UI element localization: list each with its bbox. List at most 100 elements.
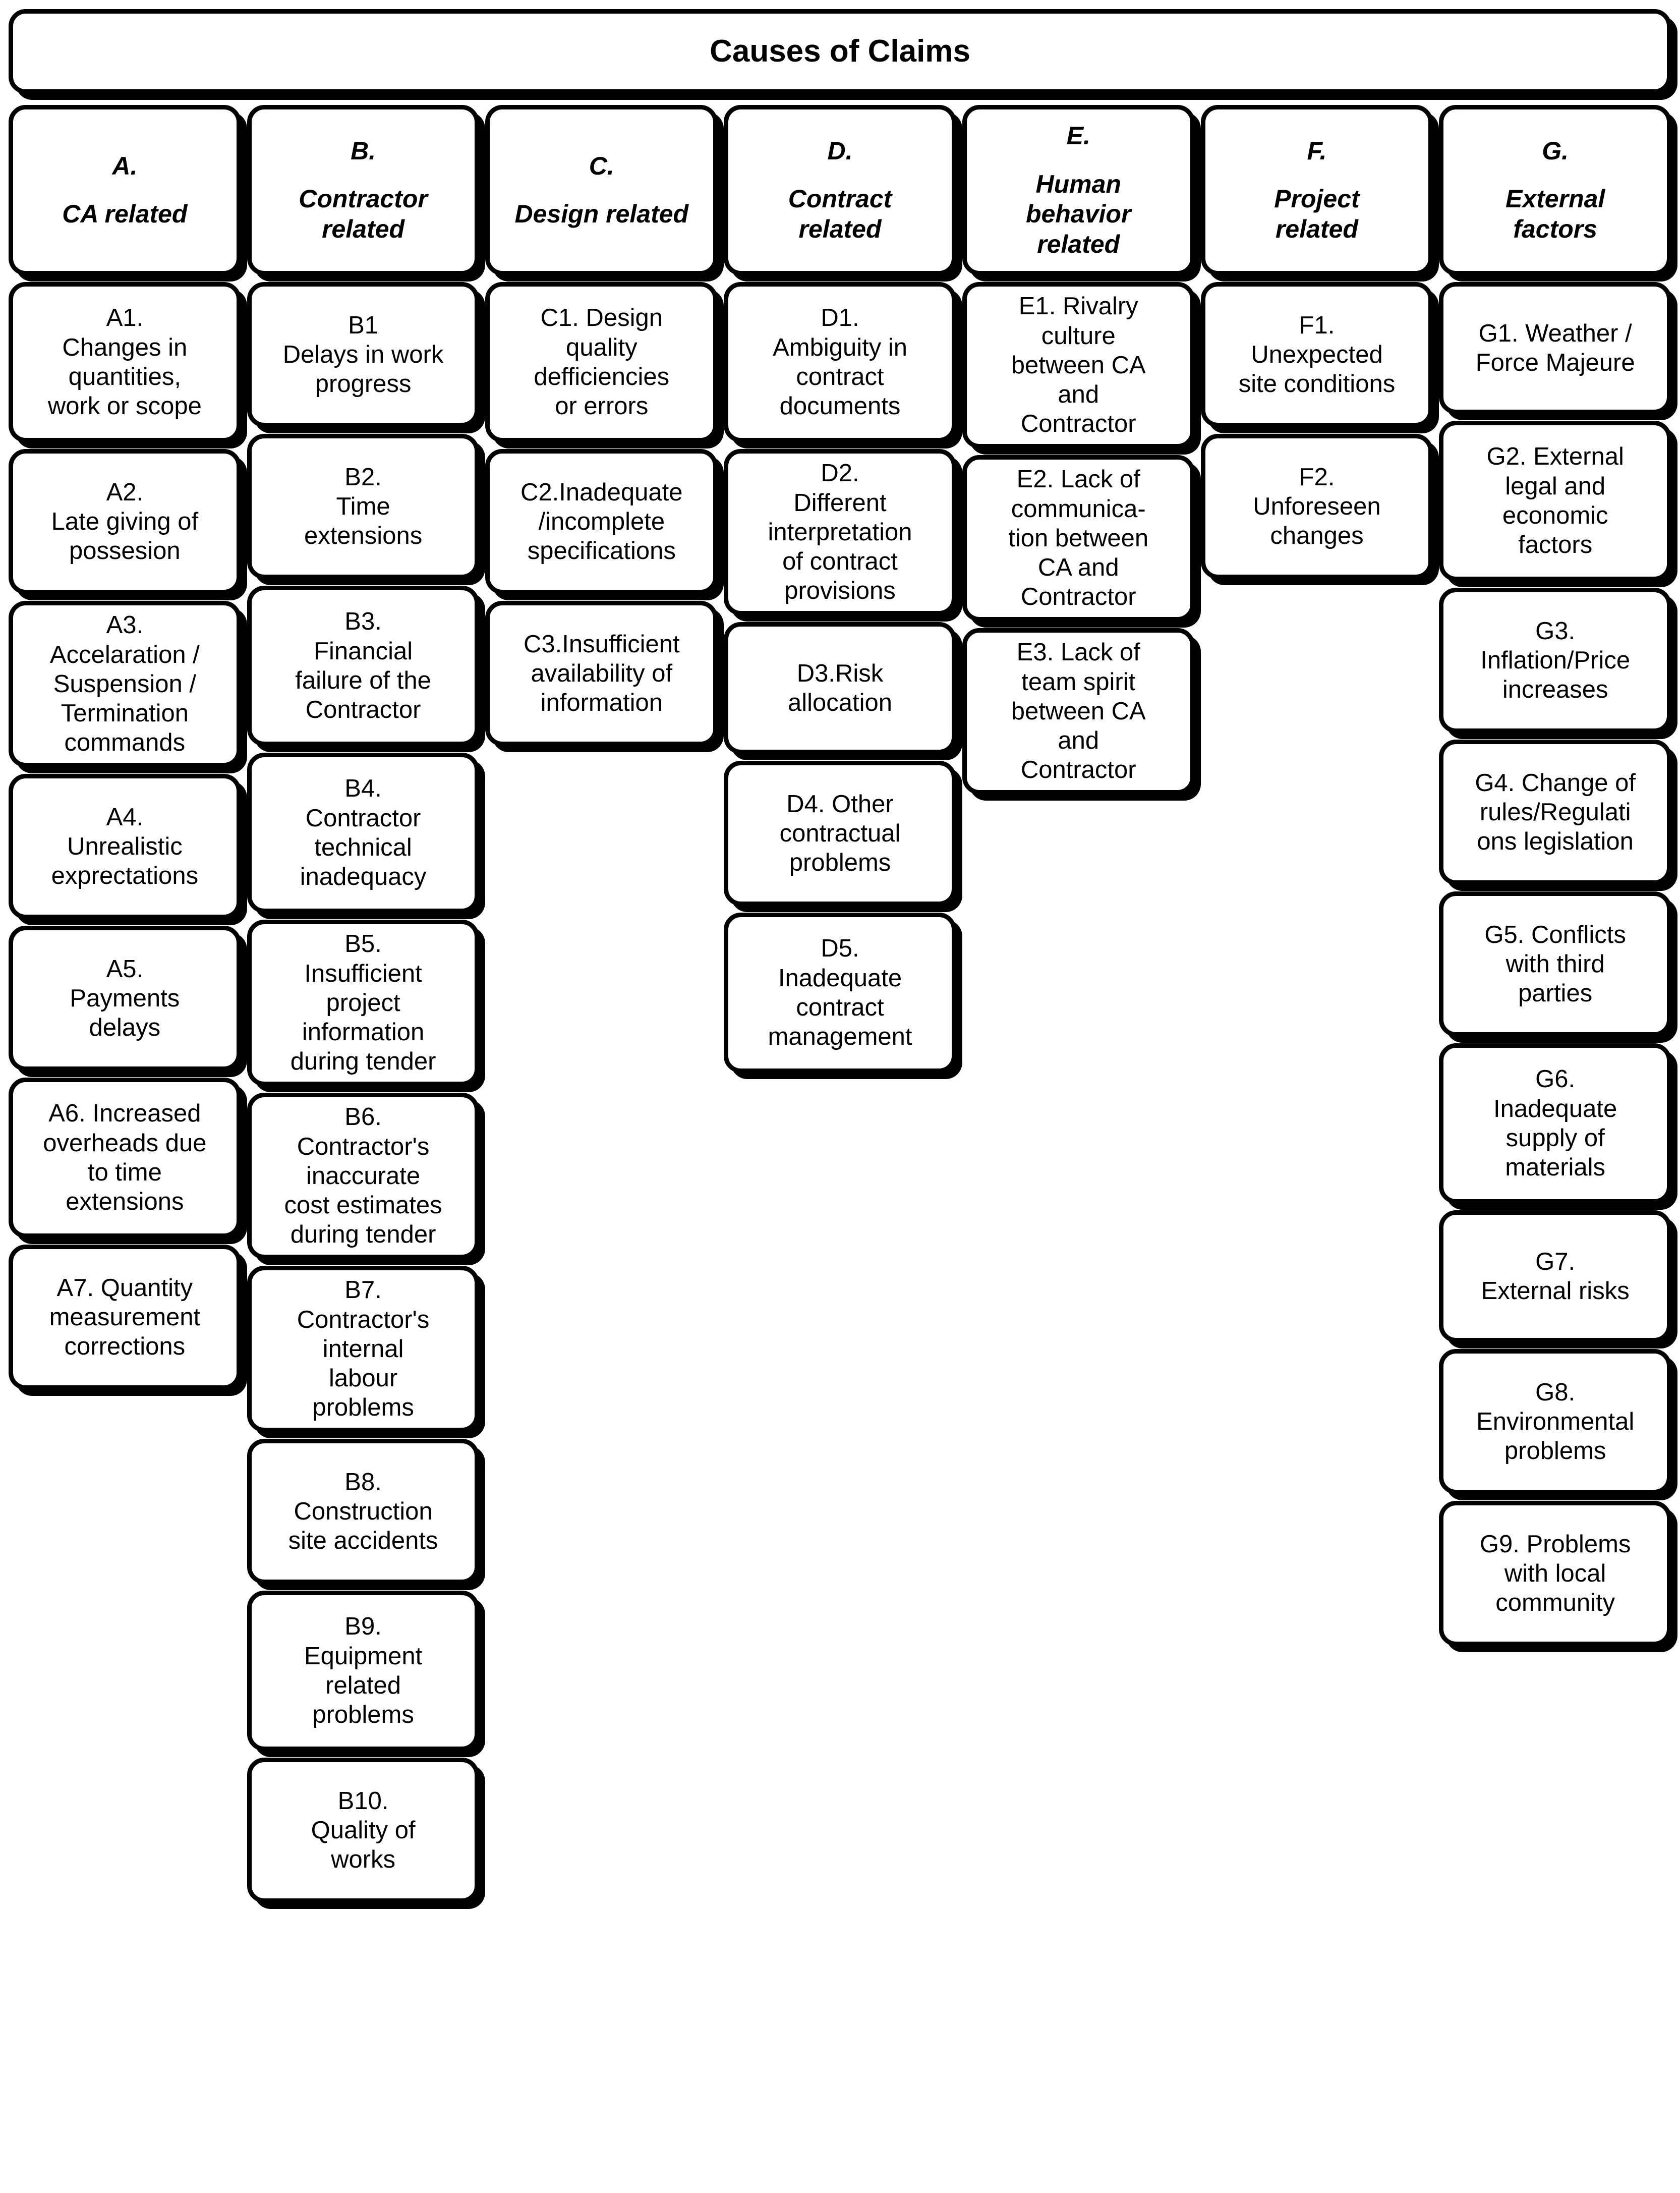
cause-item-line: specifications [527, 537, 676, 565]
cause-item-line: D4. Other [786, 790, 894, 818]
cause-item-line: related [325, 1672, 401, 1699]
cause-item-line: supply of [1505, 1124, 1605, 1152]
cause-item-line: problems [312, 1701, 414, 1729]
cause-item-line: CA and [1037, 554, 1119, 582]
category-header-line: Design related [514, 200, 689, 228]
cause-item-line: legal and [1505, 472, 1606, 500]
cause-item-line: commands [64, 729, 186, 757]
cause-item-line: allocation [788, 689, 893, 716]
cause-item-line: Different [793, 489, 887, 517]
cause-item-line: Contractor [1020, 756, 1136, 784]
category-header-line: External [1505, 185, 1605, 213]
cause-item-line: possesion [69, 537, 181, 565]
category-letter: D. [827, 136, 853, 165]
cause-item-line: Force Majeure [1475, 349, 1635, 376]
cause-item-line: information [540, 689, 663, 717]
cause-item-a3[interactable]: A3.Accelaration /Suspension /Termination… [9, 601, 241, 767]
category-letter: E. [1066, 122, 1090, 150]
cause-item-line: Termination [61, 700, 189, 727]
cause-item-line: labour [328, 1365, 398, 1392]
cause-item-line: Suspension / [53, 670, 197, 698]
cause-item-line: A6. Increased [48, 1100, 201, 1128]
cause-item-line: site accidents [288, 1527, 438, 1555]
cause-item-line: management [768, 1023, 912, 1051]
cause-item-line: works [331, 1846, 396, 1874]
cause-item-line: F2. [1299, 463, 1335, 491]
category-header-a[interactable]: A.CA related [9, 105, 241, 275]
cause-item-line: project [326, 989, 400, 1017]
cause-item-line: Delays in work [282, 341, 444, 368]
cause-item-line: B3. [344, 608, 382, 636]
cause-item-line: information [302, 1019, 425, 1046]
cause-item-line: G3. [1535, 617, 1576, 645]
cause-item-line: Quality of [311, 1816, 416, 1844]
cause-item-line: economic [1502, 502, 1608, 529]
category-letter: C. [589, 151, 614, 180]
category-header-line: Project [1274, 185, 1360, 213]
cause-item-line: Equipment [304, 1642, 423, 1670]
cause-item-line: overheads due [43, 1129, 207, 1157]
cause-item-line: /incomplete [538, 508, 665, 535]
cause-item-line: E1. Rivalry [1018, 293, 1138, 320]
cause-item-g1weather[interactable]: G1. Weather /Force Majeure [1439, 282, 1672, 414]
cause-item-g7[interactable]: G7.External risks [1439, 1210, 1672, 1342]
cause-item-line: progress [315, 370, 412, 398]
cause-item-line: Unforeseen [1253, 492, 1381, 520]
category-header-line: related [1037, 230, 1120, 258]
cause-item-line: Construction [294, 1497, 433, 1525]
cause-item-line: to time [87, 1159, 162, 1186]
cause-item-line: between CA [1011, 351, 1146, 379]
cause-item-line: D2. [821, 460, 859, 487]
cause-item-line: B2. [344, 463, 382, 491]
cause-item-line: G5. Conflicts [1484, 921, 1626, 948]
cause-item-line: Ambiguity in [773, 333, 907, 361]
cause-item-line: Environmental [1476, 1408, 1635, 1435]
category-header-c[interactable]: C. Design related [485, 105, 718, 275]
cause-item-line: and [1058, 727, 1099, 755]
